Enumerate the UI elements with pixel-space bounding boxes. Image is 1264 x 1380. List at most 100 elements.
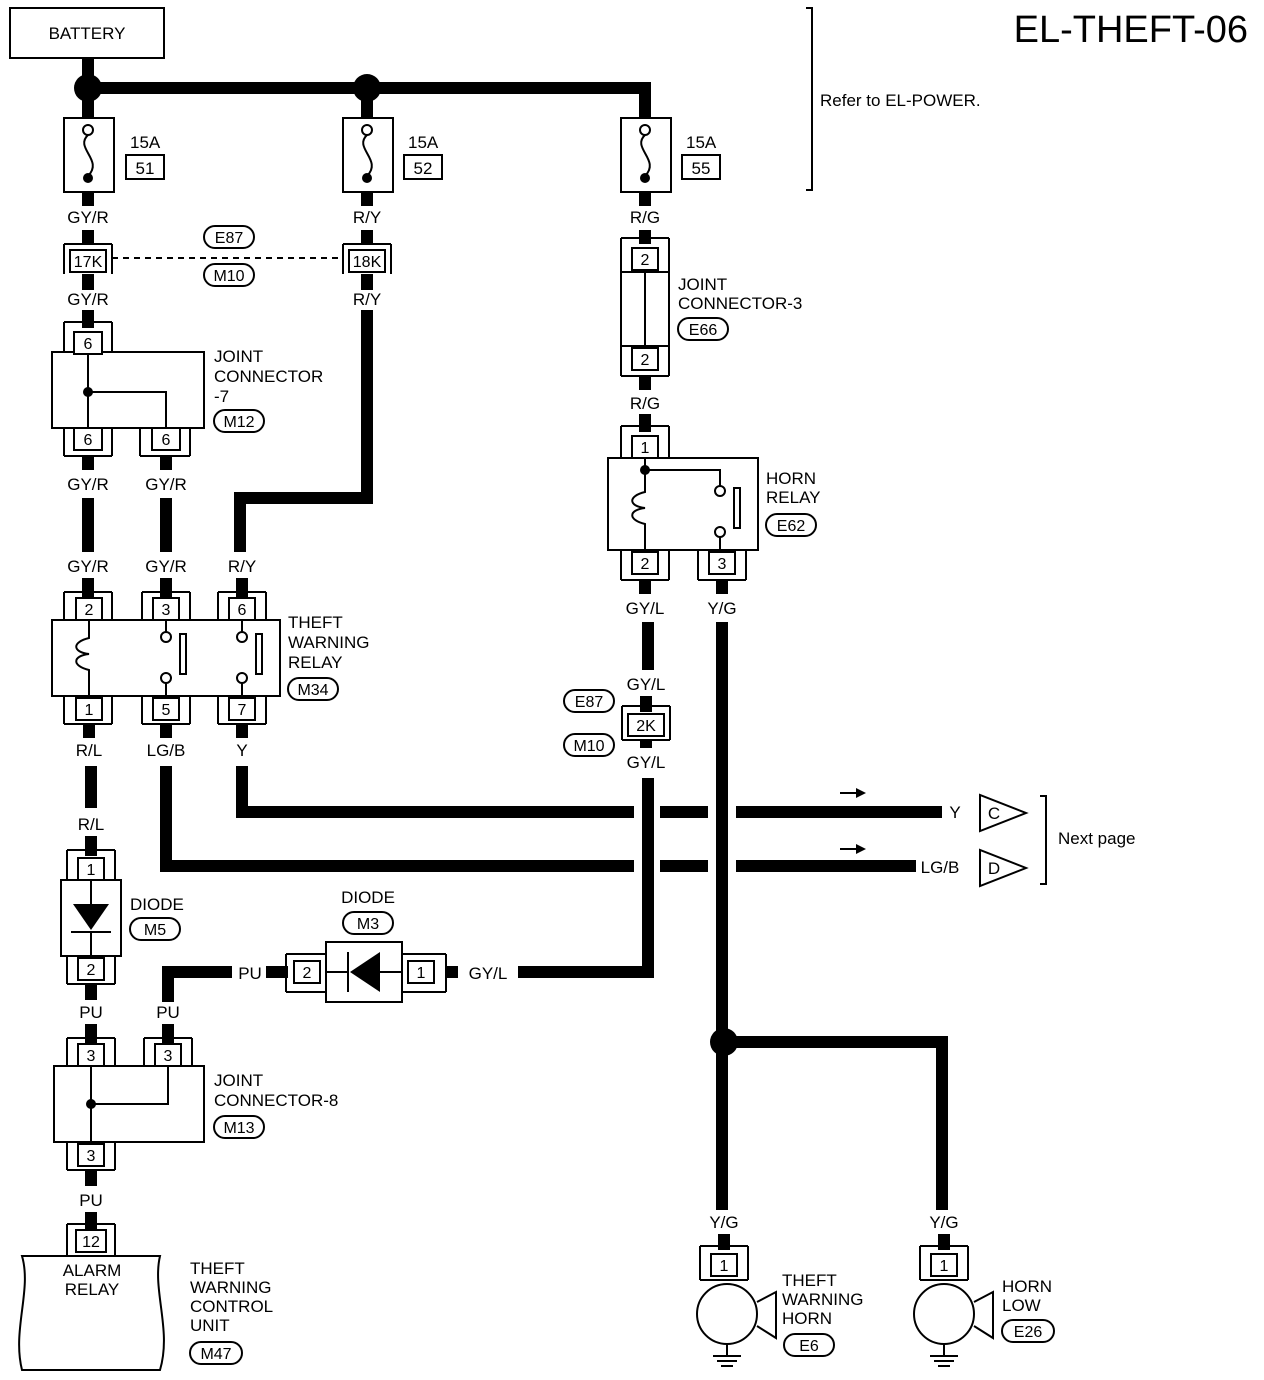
svg-text:JOINT: JOINT [678, 275, 727, 294]
connector-18k: 18K [342, 243, 392, 274]
svg-text:GY/L: GY/L [627, 675, 666, 694]
svg-text:GY/R: GY/R [67, 557, 109, 576]
svg-text:HORN: HORN [766, 469, 816, 488]
svg-text:2K: 2K [636, 718, 656, 735]
theft-warning-horn: 1 THEFT WARNING HORN E6 [696, 1245, 864, 1367]
svg-text:51: 51 [136, 159, 155, 178]
joint-connector-8: 3 3 3 JOINT CONNECTOR-8 M13 [53, 1037, 338, 1171]
svg-text:PU: PU [79, 1003, 103, 1022]
svg-text:LG/B: LG/B [147, 741, 186, 760]
svg-text:PU: PU [156, 1003, 180, 1022]
svg-text:HORN: HORN [782, 1309, 832, 1328]
page-link-c: C [979, 793, 1029, 833]
svg-text:R/Y: R/Y [228, 557, 256, 576]
svg-text:1: 1 [720, 1258, 729, 1275]
svg-text:1: 1 [87, 862, 96, 879]
svg-text:M47: M47 [200, 1346, 231, 1363]
horn-relay: 1 2 3 HORN RELAY E62 [607, 425, 821, 581]
svg-text:12: 12 [82, 1234, 100, 1251]
horn-low: 1 HORN LOW E26 [913, 1245, 1055, 1367]
theft-warning-relay: 2 3 6 1 5 7 THEFT WARNING RELAY M34 [51, 591, 370, 725]
svg-text:6: 6 [84, 432, 93, 449]
svg-text:1: 1 [641, 440, 650, 457]
svg-text:E66: E66 [689, 322, 718, 339]
svg-text:1: 1 [85, 702, 94, 719]
splice-dot [353, 74, 381, 102]
svg-text:R/Y: R/Y [353, 208, 381, 227]
svg-text:RELAY: RELAY [766, 488, 821, 507]
fuse-51: 15A 51 [63, 117, 165, 193]
wire-lg-b [160, 766, 634, 872]
svg-text:WARNING: WARNING [782, 1290, 864, 1309]
svg-text:15A: 15A [130, 133, 161, 152]
svg-text:GY/L: GY/L [469, 964, 508, 983]
svg-text:HORN: HORN [1002, 1277, 1052, 1296]
connector-2k: 2K E87 M10 [563, 689, 671, 757]
svg-text:M5: M5 [144, 922, 166, 939]
svg-text:1: 1 [940, 1258, 949, 1275]
svg-text:5: 5 [162, 702, 171, 719]
svg-text:M12: M12 [223, 414, 254, 431]
svg-text:WARNING: WARNING [288, 633, 370, 652]
diode-m3: DIODE M3 2 1 [285, 888, 447, 1003]
svg-text:Next page: Next page [1058, 829, 1136, 848]
svg-text:2: 2 [641, 352, 650, 369]
svg-text:THEFT: THEFT [190, 1259, 245, 1278]
svg-text:DIODE: DIODE [341, 888, 395, 907]
svg-text:GY/R: GY/R [145, 557, 187, 576]
refer-bracket [806, 7, 813, 191]
svg-text:RELAY: RELAY [65, 1280, 120, 1299]
svg-text:2: 2 [87, 962, 96, 979]
svg-text:LOW: LOW [1002, 1296, 1041, 1315]
svg-text:M3: M3 [357, 916, 379, 933]
svg-text:3: 3 [164, 1048, 173, 1065]
svg-text:GY/R: GY/R [67, 475, 109, 494]
svg-text:JOINT: JOINT [214, 347, 263, 366]
svg-text:D: D [988, 859, 1000, 878]
joint-connector-3: 2 2 JOINT CONNECTOR-3 E66 [620, 237, 802, 377]
connector-id-m10-top: M10 [203, 263, 255, 287]
svg-text:3: 3 [718, 556, 727, 573]
svg-text:M34: M34 [297, 682, 328, 699]
svg-text:GY/L: GY/L [627, 753, 666, 772]
svg-text:CONNECTOR-3: CONNECTOR-3 [678, 294, 802, 313]
svg-text:R/Y: R/Y [353, 290, 381, 309]
svg-text:Y/G: Y/G [929, 1213, 958, 1232]
connector-17k: 17K [63, 243, 113, 274]
connector-id-e87-top: E87 [203, 225, 255, 249]
joint-connector-7: 6 6 6 JOINT CONNECTOR -7 M12 [51, 321, 323, 457]
battery-label: BATTERY [49, 24, 126, 43]
svg-text:JOINT: JOINT [214, 1071, 263, 1090]
fuse-55: 15A 55 [620, 117, 721, 193]
svg-text:GY/R: GY/R [67, 208, 109, 227]
svg-text:E87: E87 [575, 694, 604, 711]
next-page-bracket [1040, 795, 1047, 885]
svg-text:THEFT: THEFT [288, 613, 343, 632]
svg-text:3: 3 [162, 602, 171, 619]
svg-text:R/G: R/G [630, 394, 660, 413]
page-title: EL-THEFT-06 [1014, 9, 1248, 51]
splice-dot [74, 74, 102, 102]
wire-r-y [234, 310, 373, 552]
svg-text:M10: M10 [213, 268, 244, 285]
svg-text:6: 6 [162, 432, 171, 449]
fuse-52: 15A 52 [342, 117, 443, 193]
svg-text:55: 55 [692, 159, 711, 178]
svg-text:UNIT: UNIT [190, 1316, 230, 1335]
svg-text:C: C [988, 804, 1000, 823]
svg-text:E26: E26 [1014, 1324, 1043, 1341]
svg-text:R/L: R/L [76, 741, 102, 760]
svg-text:6: 6 [238, 602, 247, 619]
svg-text:3: 3 [87, 1148, 96, 1165]
svg-text:THEFT: THEFT [782, 1271, 837, 1290]
splice-dot [710, 1028, 738, 1056]
svg-text:E87: E87 [215, 230, 244, 247]
svg-text:PU: PU [79, 1191, 103, 1210]
svg-text:6: 6 [84, 336, 93, 353]
theft-warning-control-unit: 12 ALARM RELAY THEFT WARNING CONTROL UNI… [18, 1223, 273, 1371]
svg-text:E6: E6 [799, 1338, 819, 1355]
svg-text:Y: Y [236, 741, 247, 760]
diode-m5: 1 2 DIODE M5 [60, 849, 184, 985]
svg-text:RELAY: RELAY [288, 653, 343, 672]
svg-text:ALARM: ALARM [63, 1261, 122, 1280]
